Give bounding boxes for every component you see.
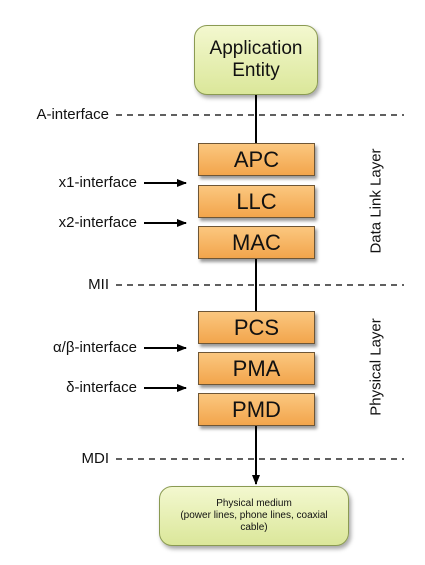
mii-label: MII <box>88 276 109 293</box>
physical-medium-detail: (power lines, phone lines, coaxial cable… <box>180 510 328 533</box>
application-entity-box: Application Entity <box>194 25 318 95</box>
mac-layer-box: MAC <box>198 226 315 259</box>
llc-layer-box: LLC <box>198 185 315 218</box>
application-entity-line2: Entity <box>232 60 280 81</box>
pma-layer-box: PMA <box>198 352 315 385</box>
alpha-beta-interface-label: α/β-interface <box>53 339 137 356</box>
application-entity-line1: Application <box>209 38 303 59</box>
x1-interface-label: x1-interface <box>58 174 137 191</box>
data-link-layer-label: Data Link Layer <box>367 148 385 254</box>
physical-medium-title: Physical medium <box>216 498 292 509</box>
physical-layer-label: Physical Layer <box>367 318 385 416</box>
mdi-label: MDI <box>81 450 110 467</box>
pcs-layer-box: PCS <box>198 311 315 344</box>
a-interface-label: A-interface <box>36 106 109 123</box>
physical-medium-box: Physical medium (power lines, phone line… <box>159 486 349 546</box>
pmd-layer-box: PMD <box>198 393 315 426</box>
apc-layer-box: APC <box>198 143 315 176</box>
x2-interface-label: x2-interface <box>58 214 137 231</box>
delta-interface-label: δ-interface <box>66 379 137 396</box>
